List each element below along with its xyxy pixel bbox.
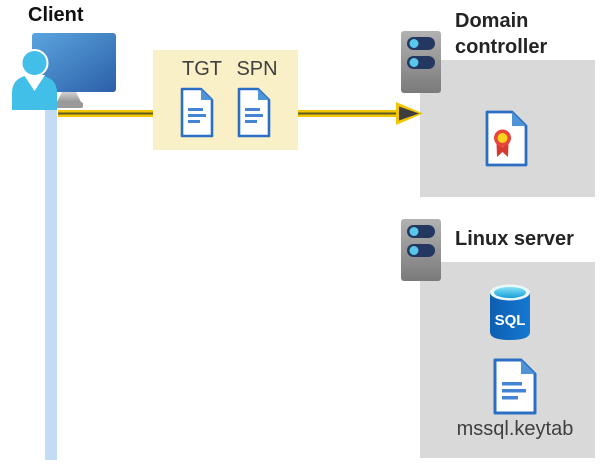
token-box: TGT SPN: [153, 50, 298, 150]
sql-label: SQL: [495, 312, 526, 329]
client-connection-line: [45, 98, 57, 460]
spn-label: SPN: [236, 58, 278, 80]
domain-controller-server-icon: [401, 31, 441, 93]
tgt-label: TGT: [182, 58, 222, 80]
client-label: Client: [28, 4, 84, 26]
sql-database-icon: SQL: [490, 284, 530, 340]
domain-controller-label: Domain controller: [455, 10, 548, 58]
linux-server-icon: [401, 219, 441, 281]
tgt-document-icon: [180, 87, 214, 138]
client-workstation-icon: [12, 33, 116, 110]
linux-server-label: Linux server: [455, 228, 574, 250]
spn-document-icon: [237, 87, 271, 138]
auth-arrow-head-icon: [396, 102, 423, 125]
certificate-icon: [485, 110, 528, 167]
keytab-label: mssql.keytab: [456, 418, 574, 440]
keytab-document-icon: [493, 358, 537, 415]
